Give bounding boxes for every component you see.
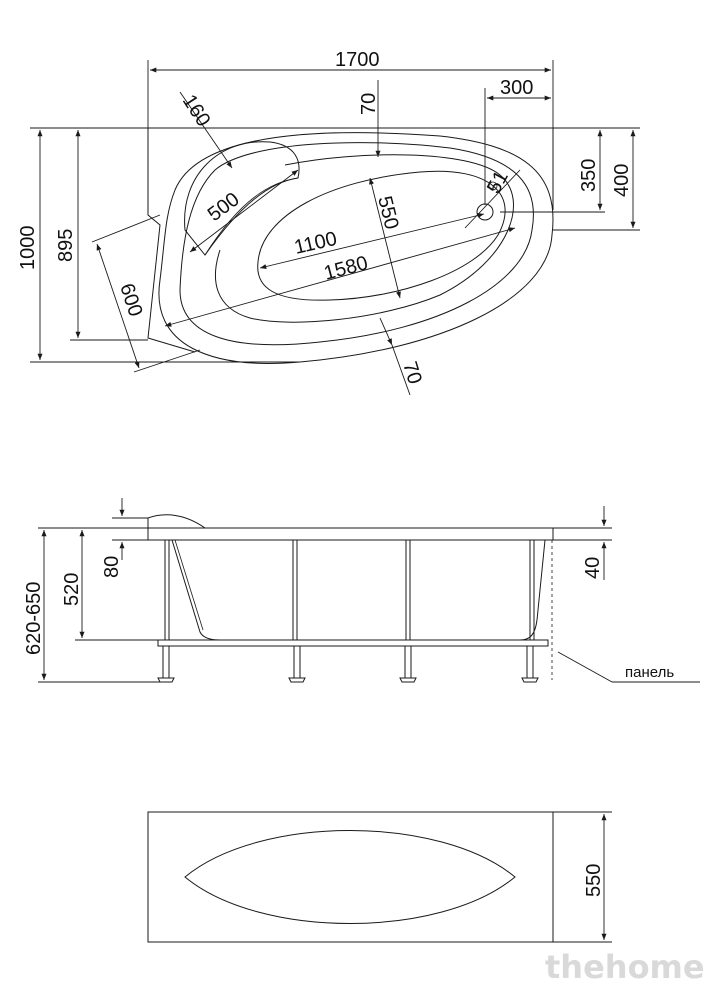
panel-leader — [557, 651, 613, 683]
overflow-icon — [488, 181, 498, 191]
panel-lens-shape — [184, 830, 516, 924]
label-drain-offset: 350 — [578, 159, 600, 192]
side-headrest — [147, 514, 206, 529]
panel-view: 550 — [147, 811, 612, 943]
frame-rail — [157, 639, 549, 647]
top-view: 1700 300 70 160 500 550 51 1100 1580 600 — [17, 49, 640, 396]
label-panel: панель — [625, 664, 674, 681]
label-panel-height: 550 — [583, 864, 605, 897]
label-straight-side: 895 — [55, 229, 77, 262]
watermark-logo: thehome — [545, 948, 705, 986]
label-overflow-offset: 300 — [500, 77, 533, 99]
side-bowl — [171, 539, 546, 641]
side-rim — [147, 527, 554, 541]
label-headrest-width: 500 — [204, 188, 244, 226]
label-headrest-height: 80 — [101, 556, 123, 578]
label-height-range: 620-650 — [23, 582, 45, 655]
label-inner-bowl-length: 1100 — [292, 228, 339, 259]
label-rim-thickness: 40 — [582, 557, 604, 579]
front-panel — [147, 811, 554, 943]
label-inner-bowl-width: 550 — [373, 194, 402, 232]
label-total-length: 1700 — [335, 49, 380, 71]
label-total-width: 1000 — [17, 226, 39, 271]
label-outer-bowl-length: 1580 — [322, 252, 371, 285]
label-rim-width-bottom: 70 — [398, 359, 426, 387]
outer-rim — [158, 132, 554, 364]
label-left-edge-length: 600 — [115, 281, 146, 320]
side-view: 620-650 520 80 40 панель — [23, 498, 700, 683]
inner-rim — [179, 142, 534, 346]
label-bowl-depth: 520 — [61, 573, 83, 606]
dim-line-1580 — [164, 227, 516, 327]
headrest — [184, 141, 300, 256]
label-overflow-depth: 400 — [611, 164, 633, 197]
dim-line-70-bottom — [379, 317, 393, 346]
label-rim-width-top: 70 — [358, 93, 380, 115]
label-drain-diameter: 51 — [483, 167, 513, 197]
dim-line-160 — [179, 91, 233, 169]
bowl-inner — [257, 170, 506, 301]
dim-line-600 — [96, 243, 140, 369]
frame-legs — [157, 539, 539, 683]
